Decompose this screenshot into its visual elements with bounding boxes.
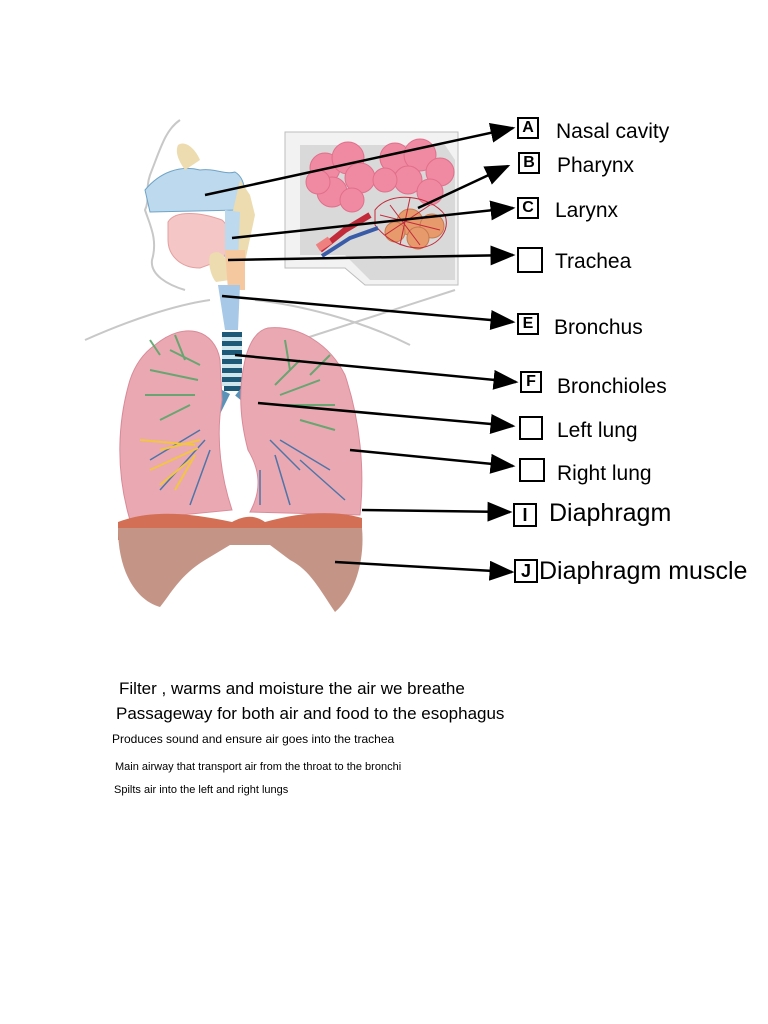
label-box-e[interactable]: E — [517, 313, 539, 335]
lungs — [119, 327, 363, 521]
label-left-lung: Left lung — [557, 419, 638, 442]
label-diaphragm: Diaphragm — [549, 499, 672, 527]
label-box-f[interactable]: F — [520, 371, 542, 393]
label-bronchioles: Bronchioles — [557, 375, 667, 398]
label-trachea: Trachea — [555, 250, 632, 273]
label-bronchus: Bronchus — [554, 316, 643, 339]
description-3: Produces sound and ensure air goes into … — [112, 732, 395, 746]
label-box-d[interactable] — [517, 247, 543, 273]
description-4: Main airway that transport air from the … — [115, 761, 402, 773]
label-right-lung: Right lung — [557, 462, 652, 485]
diaphragm-shape — [118, 513, 363, 612]
label-box-i[interactable]: I — [513, 503, 537, 527]
label-box-g[interactable] — [519, 416, 543, 440]
label-box-j[interactable]: J — [514, 559, 538, 583]
label-box-c[interactable]: C — [517, 197, 539, 219]
description-1: Filter , warms and moisture the air we b… — [119, 679, 465, 698]
label-nasal-cavity: Nasal cavity — [556, 120, 670, 143]
head-outline — [84, 119, 456, 346]
alveoli-inset — [284, 131, 459, 286]
label-diaphragm-muscle: Diaphragm muscle — [539, 557, 748, 585]
description-5: Spilts air into the left and right lungs — [114, 784, 289, 796]
label-box-a[interactable]: A — [517, 117, 539, 139]
connector-arrows — [204, 123, 519, 581]
label-box-b[interactable]: B — [518, 152, 540, 174]
label-pharynx: Pharynx — [557, 154, 635, 177]
label-larynx: Larynx — [555, 199, 619, 222]
head-airway — [144, 143, 255, 290]
description-2: Passageway for both air and food to the … — [116, 704, 505, 723]
label-box-h[interactable] — [519, 458, 545, 482]
